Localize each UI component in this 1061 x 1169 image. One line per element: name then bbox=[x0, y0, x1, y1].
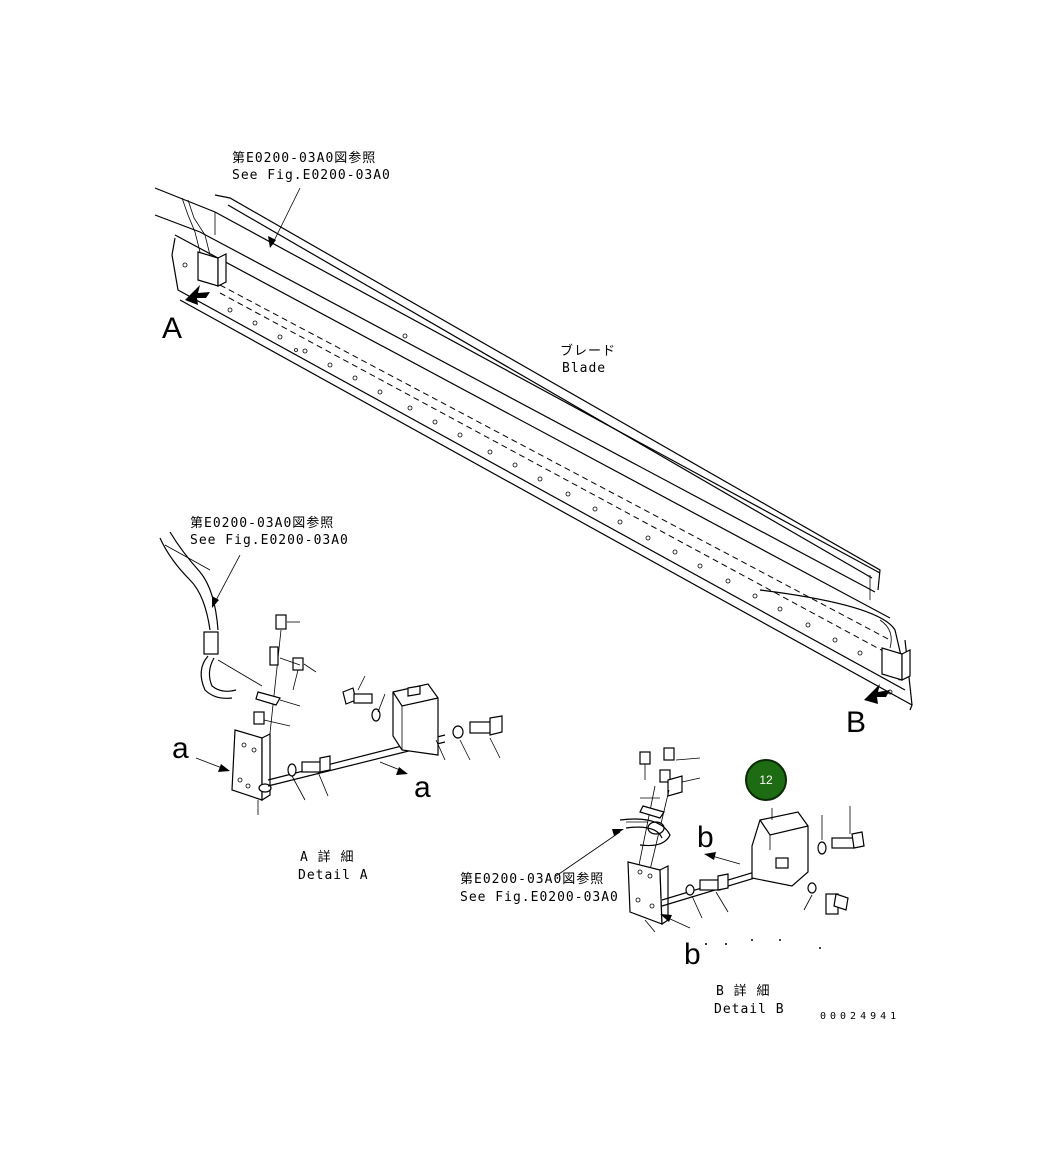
view-label-a-small-1: a bbox=[172, 732, 189, 765]
blade-label-jp: ブレード bbox=[560, 343, 616, 359]
left-bracket bbox=[181, 197, 227, 287]
view-label-b-small-1: b bbox=[697, 821, 714, 854]
callout-badge-12[interactable]: 12 bbox=[745, 759, 787, 801]
view-label-a: A bbox=[162, 312, 182, 345]
view-label-b-small-2: b bbox=[684, 938, 701, 971]
blade-label-en: Blade bbox=[562, 361, 606, 376]
detail-b-title-jp: B 詳 細 bbox=[716, 983, 770, 999]
detail-b-ref-en: See Fig.E0200-03A0 bbox=[460, 890, 619, 905]
blade-assembly bbox=[154, 187, 913, 711]
detail-a-title-jp: A 詳 細 bbox=[300, 849, 354, 865]
detail-b-exploded-view bbox=[555, 747, 865, 949]
detail-a-ref-jp: 第E0200-03A0図参照 bbox=[190, 515, 334, 531]
document-number: 00024941 bbox=[820, 1011, 900, 1022]
view-arrow-a bbox=[185, 285, 210, 305]
view-arrow-b bbox=[864, 684, 890, 704]
top-ref-jp: 第E0200-03A0図参照 bbox=[232, 150, 376, 166]
top-ref-en: See Fig.E0200-03A0 bbox=[232, 168, 391, 183]
detail-a-ref-en: See Fig.E0200-03A0 bbox=[190, 533, 349, 548]
callout-badge-label: 12 bbox=[759, 773, 773, 787]
detail-b-title-en: Detail B bbox=[714, 1002, 785, 1017]
view-label-b: B bbox=[846, 706, 866, 739]
detail-b-ref-jp: 第E0200-03A0図参照 bbox=[460, 871, 604, 887]
view-label-a-small-2: a bbox=[414, 771, 431, 804]
detail-a-title-en: Detail A bbox=[298, 868, 369, 883]
right-bracket bbox=[879, 619, 911, 681]
detail-a-exploded-view bbox=[159, 531, 503, 815]
